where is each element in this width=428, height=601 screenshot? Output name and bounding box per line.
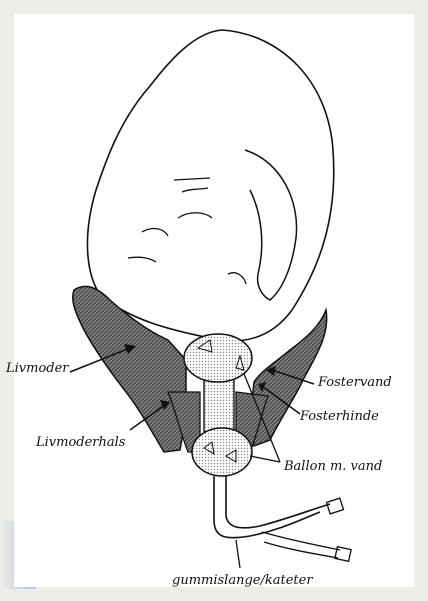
catheter-branch [262, 532, 340, 558]
fetal-ear-curve [245, 150, 297, 300]
catheter-connector-top [326, 498, 343, 514]
label-balloon: Ballon m. vand [283, 459, 382, 474]
label-cervix: Livmoderhals [35, 435, 126, 450]
facial-line-5 [128, 257, 156, 262]
upper-balloon [184, 334, 252, 382]
arrow-catheter [236, 540, 240, 568]
label-amniotic-fluid: Fostervand [317, 375, 392, 390]
facial-line-1 [174, 178, 210, 180]
catheter-connector-bottom [335, 547, 351, 562]
label-membrane: Fosterhinde [299, 409, 379, 424]
facial-line-4 [142, 229, 168, 236]
facial-line-2 [182, 188, 208, 192]
label-uterus: Livmoder [5, 361, 69, 376]
fetal-head-outline [87, 30, 333, 341]
label-catheter: gummislange/kateter [172, 573, 313, 588]
catheter-tube [214, 476, 330, 538]
uterus-wall-left [73, 286, 186, 452]
uterus-wall-right [250, 310, 327, 446]
arrow-balloon-lower [250, 456, 280, 462]
facial-line-6 [228, 273, 246, 284]
lower-balloon [192, 428, 252, 476]
facial-line-3 [178, 213, 212, 218]
